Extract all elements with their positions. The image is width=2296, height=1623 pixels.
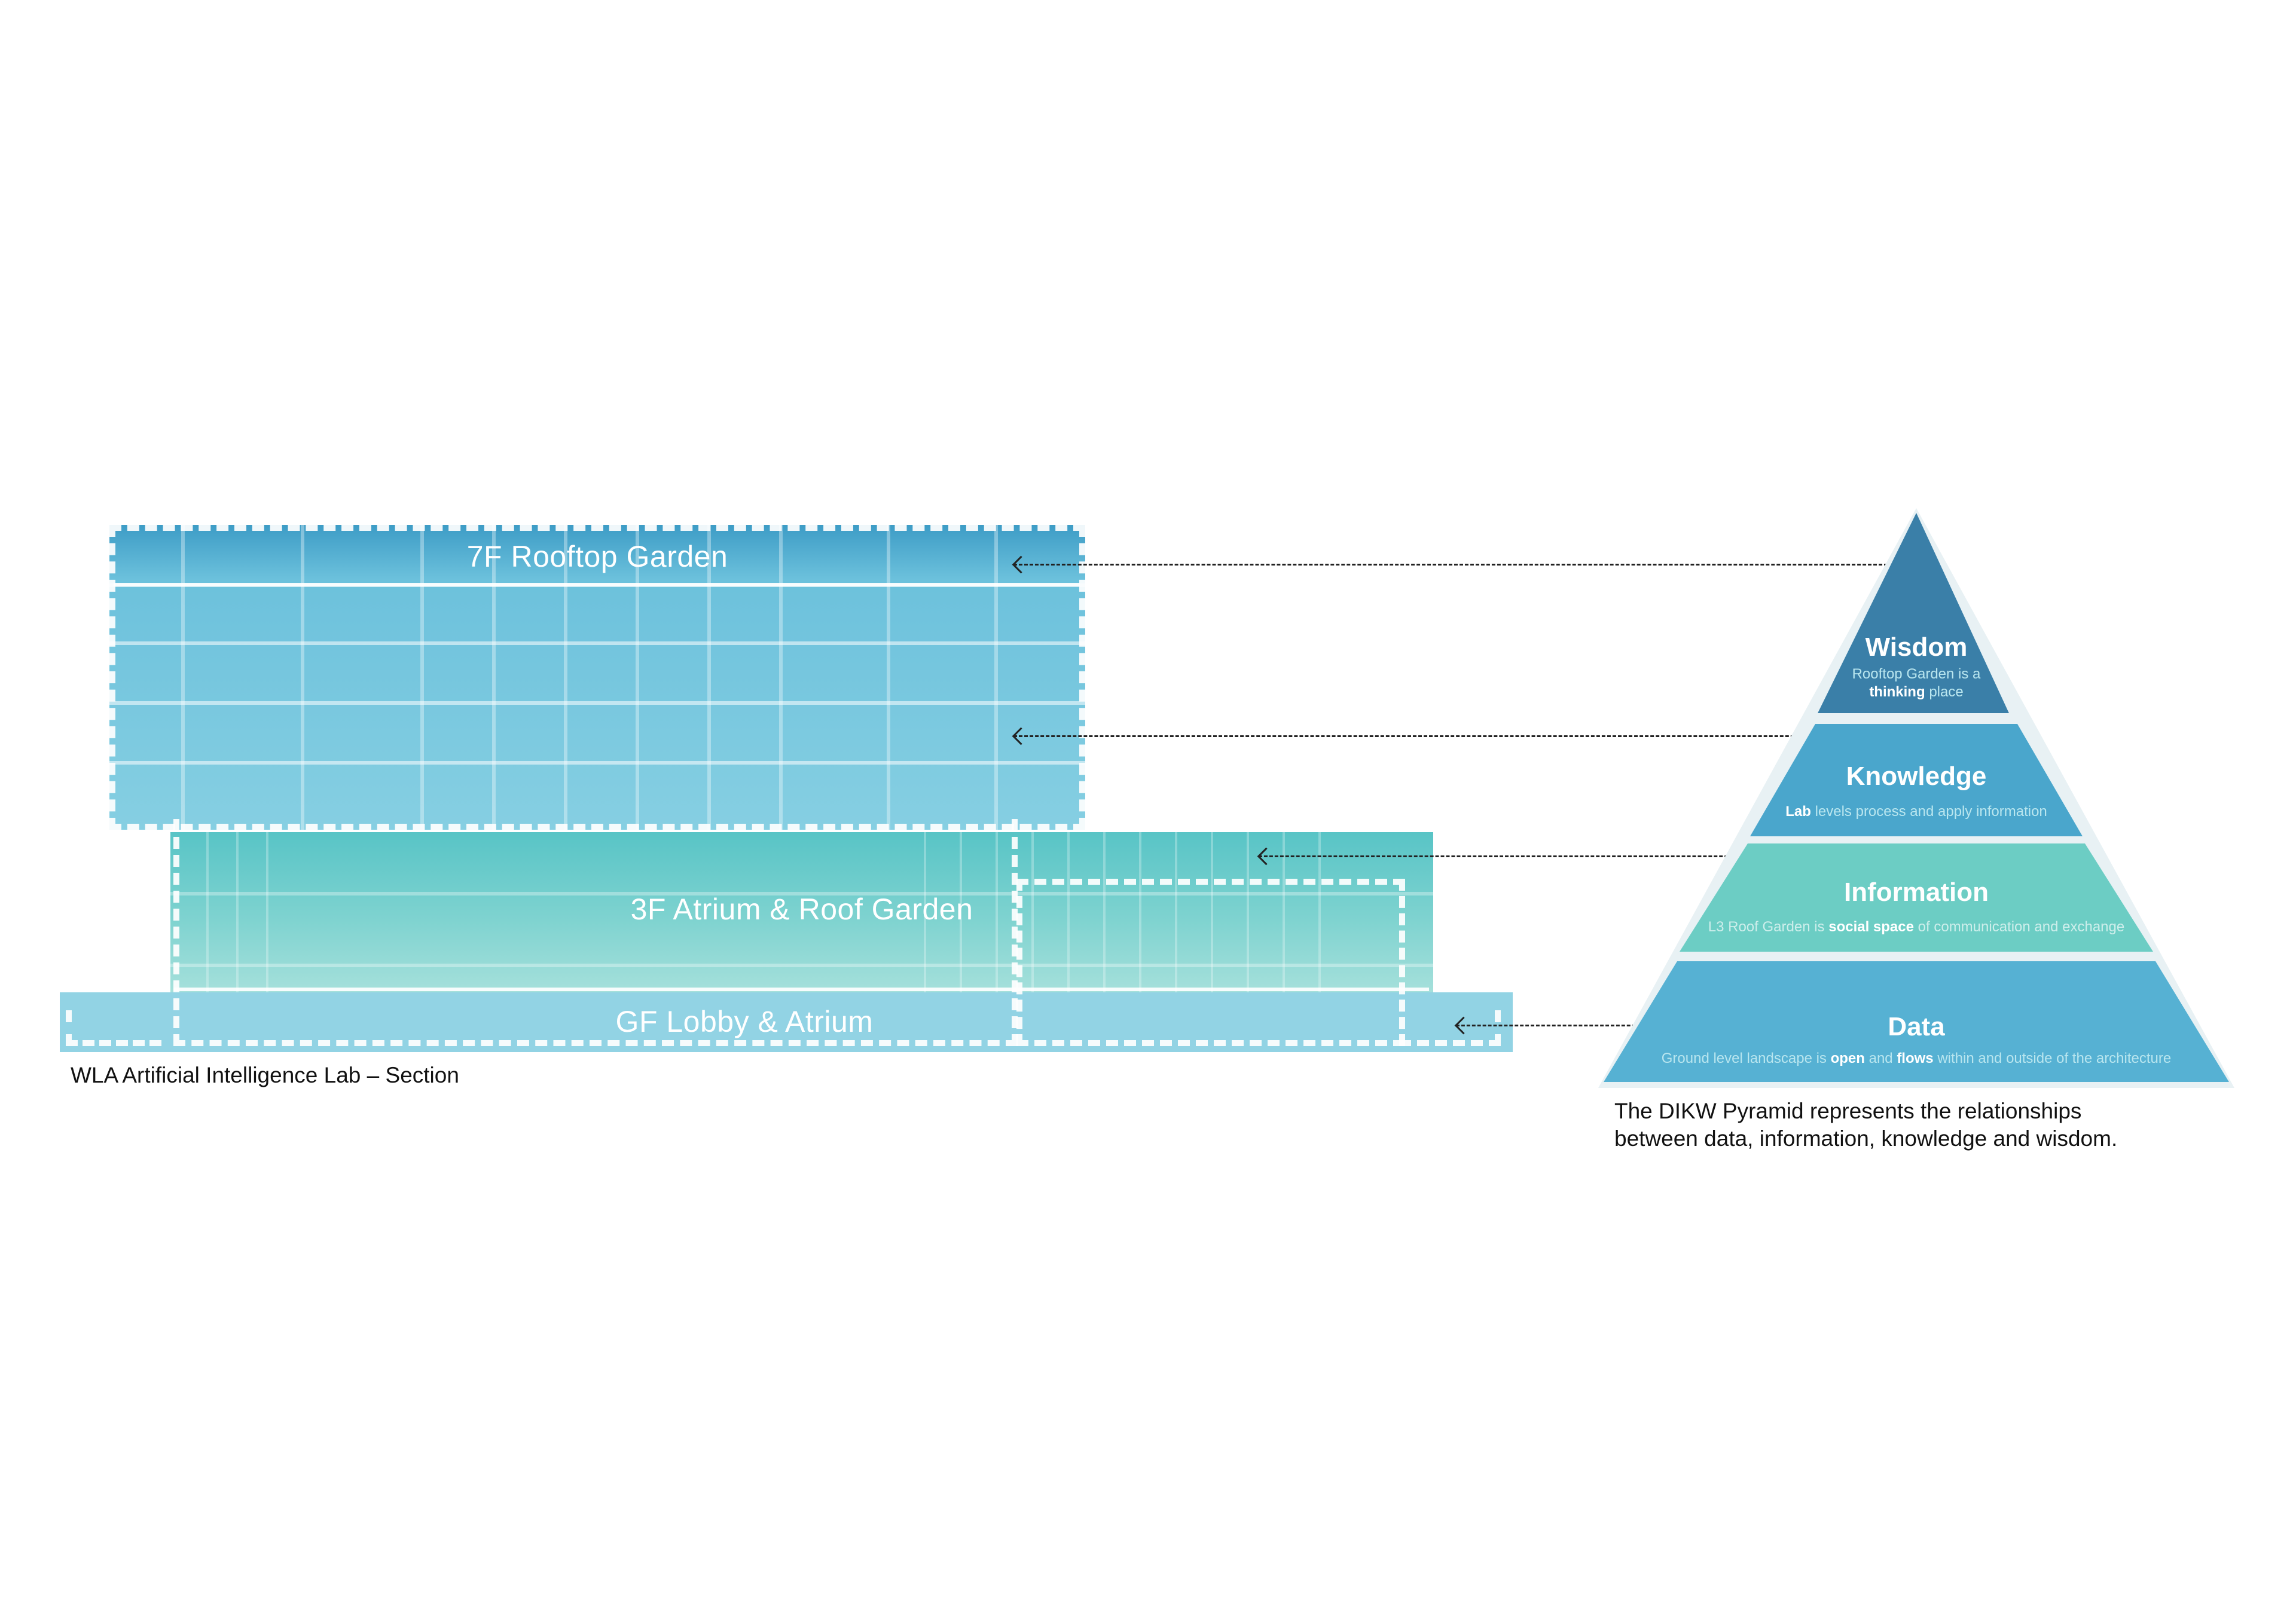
facade-fin [1103,832,1106,992]
lobby-label: GF Lobby & Atrium [615,1005,874,1038]
data-desc-tail: within and outside of the architecture [1937,1050,2172,1066]
facade-fin [1175,832,1177,992]
facade-fin [996,832,998,992]
facade-fin [236,832,239,992]
atrium-block: 3F Atrium & Roof Garden [170,832,1433,992]
information-desc-bold: social space [1828,919,1914,935]
floor-line [109,641,1085,645]
ground-divider [173,988,1429,991]
information-desc: L3 Roof Garden is social space of commun… [1596,918,2236,936]
wisdom-desc-bold: thinking [1869,684,1925,700]
tier-knowledge-shape [1750,724,2083,836]
data-desc-bold-flows: flows [1897,1050,1934,1066]
connector-knowledge [1013,735,1827,737]
pyramid-caption-line1: The DIKW Pyramid represents the relation… [1614,1099,2082,1123]
facade-fin [1283,832,1285,992]
connector-data [1456,1025,1689,1026]
rooftop-block: 7F Rooftop Garden [109,525,1085,830]
column-line [492,525,496,830]
facade-fin [206,832,209,992]
lobby-dashed-outline [1399,1010,1501,1046]
column-line [181,525,185,830]
tier-data-shape [1604,961,2229,1082]
building-section: 7F Rooftop Garden 3F Atrium & Roof Garde… [0,0,1531,1087]
tier-wisdom-shape [1818,513,2009,713]
facade-fin [1247,832,1249,992]
wisdom-desc-tail: place [1929,684,1964,700]
atrium-dashed-outline [173,819,1018,1046]
information-desc-text: L3 Roof Garden is [1708,919,1825,935]
lobby-left-dashed-outline [66,1010,161,1046]
rooftop-divider [114,583,1080,586]
connector-information [1259,855,1755,857]
wisdom-desc-text: Rooftop Garden is a [1852,666,1981,682]
facade-fin [960,832,962,992]
section-caption: WLA Artificial Intelligence Lab – Sectio… [71,1063,459,1087]
rooftop-label: 7F Rooftop Garden [466,540,728,573]
connector-wisdom [1013,564,1898,566]
facade-fin [1139,832,1141,992]
wisdom-title: Wisdom [1865,632,1968,662]
data-title: Data [1888,1012,1945,1041]
floor-line [170,892,1433,895]
facade-fin [1318,832,1321,992]
column-line [887,525,890,830]
column-line [301,525,304,830]
facade-fin [1211,832,1213,992]
pyramid-caption: The DIKW Pyramid represents the relation… [1614,1098,2212,1153]
information-title: Information [1844,878,1989,907]
knowledge-desc-bold: Lab [1785,803,1811,820]
dikw-pyramid: Wisdom Rooftop Garden is a thinking plac… [1596,508,2236,1088]
information-desc-tail: of communication and exchange [1918,919,2125,935]
pyramid-shape [1598,508,2234,1088]
wisdom-desc: Rooftop Garden is a thinking place [1596,665,2236,701]
facade-fin [1067,832,1070,992]
floor-line [109,701,1085,705]
column-line [420,525,424,830]
atrium-label: 3F Atrium & Roof Garden [630,893,973,926]
rooftop-dashed-outline [109,525,1085,830]
knowledge-desc: Lab levels process and apply information [1596,803,2236,821]
column-line [564,525,567,830]
floor-line [109,761,1085,765]
data-desc-mid: and [1868,1050,1893,1066]
column-line [636,525,639,830]
data-desc-bold-open: open [1830,1050,1865,1066]
pyramid-caption-line2: between data, information, knowledge and… [1614,1126,2118,1151]
knowledge-title: Knowledge [1846,762,1987,791]
tier-information-shape [1680,843,2153,952]
column-line [994,525,998,830]
facade-fin [1031,832,1034,992]
column-line [779,525,783,830]
facade-fin [924,832,926,992]
column-line [707,525,711,830]
data-desc: Ground level landscape is open and flows… [1596,1050,2236,1068]
roof-garden-dashed-outline [1016,879,1405,1046]
facade-fin [266,832,268,992]
knowledge-desc-text: levels process and apply information [1815,803,2047,820]
data-desc-text: Ground level landscape is [1661,1050,1827,1066]
floor-line [170,964,1433,967]
